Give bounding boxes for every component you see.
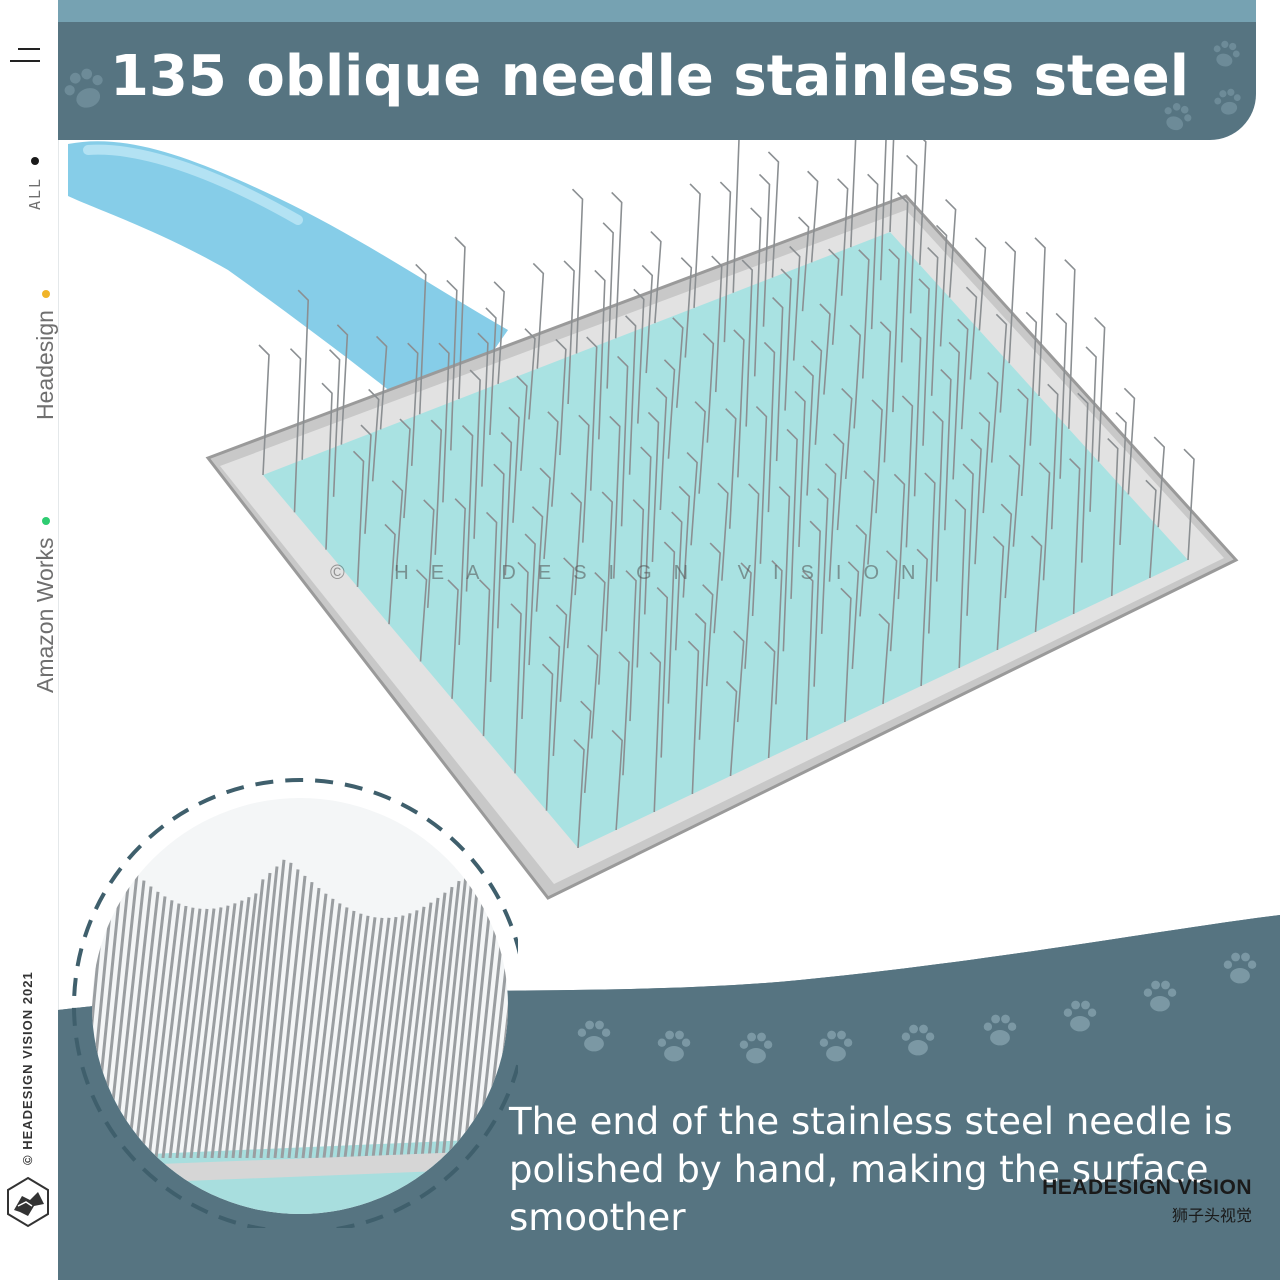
paw-icon <box>64 68 103 108</box>
paw-icon <box>1223 952 1257 984</box>
page-title: 135 oblique needle stainless steel <box>110 44 1189 109</box>
top-strip <box>58 0 1256 22</box>
title-banner: 135 oblique needle stainless steel <box>58 22 1256 140</box>
slicker-brush-image <box>68 140 1239 900</box>
brand-subtitle: 狮子头视觉 <box>1171 1206 1252 1225</box>
paw-icon <box>1213 40 1240 67</box>
paw-icon <box>1214 88 1241 115</box>
paw-icon <box>1164 102 1192 131</box>
brand-mark: HEADESIGN VISION 狮子头视觉 <box>1034 1176 1252 1226</box>
paw-icon <box>577 1020 611 1052</box>
paw-icon <box>901 1024 935 1056</box>
paw-icon <box>983 1014 1017 1046</box>
sidebar: ALL Headesign Amazon Works © HEADESIGN V… <box>0 0 59 1280</box>
paw-icon <box>819 1030 853 1062</box>
brand-name: HEADESIGN VISION <box>1042 1176 1252 1199</box>
paw-icon <box>1143 980 1177 1012</box>
menu-icon[interactable] <box>10 48 40 66</box>
paw-icon <box>1063 1000 1097 1032</box>
caption-text: The end of the stainless steel needle is… <box>509 1100 1233 1239</box>
zoom-detail-image <box>72 778 518 1228</box>
watermark: © HEADESIGN VISION <box>330 562 938 584</box>
lion-logo-icon <box>7 1176 49 1228</box>
paw-icon <box>657 1030 691 1062</box>
paw-icon <box>739 1032 773 1064</box>
